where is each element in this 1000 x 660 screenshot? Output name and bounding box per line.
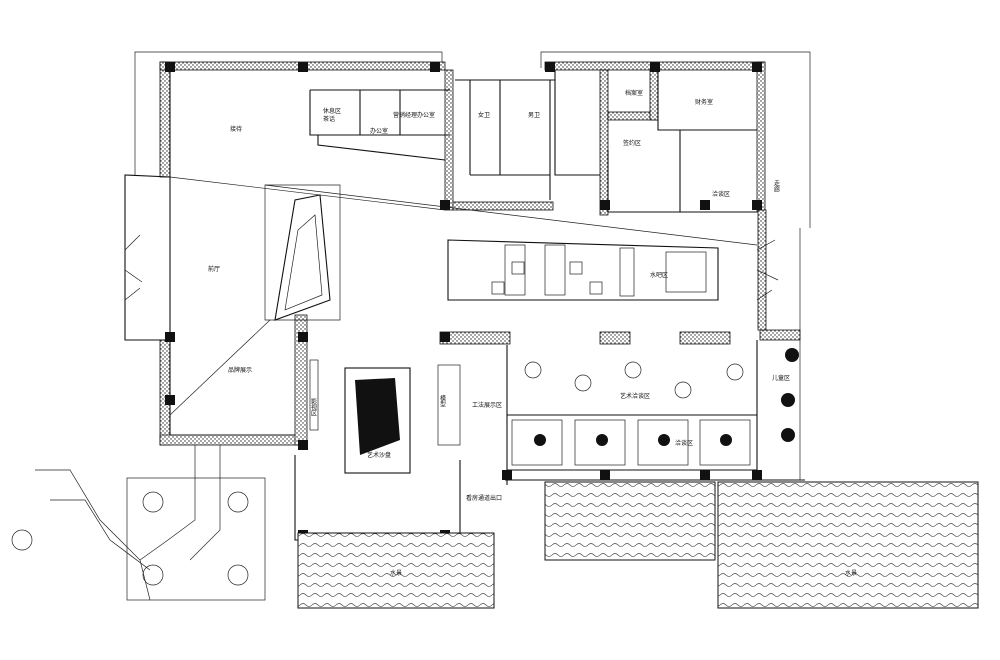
room-labels: 接待 休息区 茶话 办公室 营销经理办公室 女卫 男卫 档案室 财务室 签约区 … xyxy=(208,89,857,577)
outdoor-stair xyxy=(11,445,266,601)
label-art-negotiation: 艺术洽谈区 xyxy=(620,392,650,400)
label-pool-right: 水景 xyxy=(845,569,857,577)
label-signing: 签约区 xyxy=(623,139,641,147)
label-archive: 档案室 xyxy=(625,89,643,97)
label-water-bar: 水吧区 xyxy=(650,271,668,279)
pool-middle xyxy=(544,481,716,561)
pool-right xyxy=(717,481,979,609)
art-sand-table xyxy=(309,359,461,474)
label-model-wall: 模型 xyxy=(439,394,446,407)
label-finance: 财务室 xyxy=(695,98,713,106)
label-video-wall: 影视区 xyxy=(310,397,317,416)
structural-columns xyxy=(165,62,762,540)
site-outline xyxy=(134,51,811,480)
label-office: 办公室 xyxy=(370,127,388,135)
label-brand-display: 品牌展示 xyxy=(228,366,252,374)
label-vip-area-2: 茶话 xyxy=(323,115,335,123)
label-kids-area: 儿童区 xyxy=(772,374,790,382)
label-negotiation: 洽谈区 xyxy=(712,190,730,198)
label-vip-area: 休息区 xyxy=(323,107,341,115)
label-pool-left: 水景 xyxy=(390,569,402,577)
label-art-sand-table: 艺术沙盘 xyxy=(367,451,391,459)
label-sales-office: 营销经理办公室 xyxy=(393,111,435,119)
label-exit: 看房通道出口 xyxy=(466,494,502,502)
label-process-display: 工法展示区 xyxy=(472,401,502,409)
label-toilet-female: 女卫 xyxy=(478,111,490,119)
label-corridor: 走廊 xyxy=(773,179,780,193)
label-toilet-male: 男卫 xyxy=(528,112,540,119)
water-bar xyxy=(447,239,719,301)
art-negotiation-tables xyxy=(511,348,799,466)
pool-left xyxy=(297,532,495,609)
label-reception: 接待 xyxy=(230,125,242,133)
interior-walls xyxy=(169,70,805,541)
water-features xyxy=(297,481,979,609)
exterior-walls xyxy=(159,61,801,446)
label-lobby: 前厅 xyxy=(208,265,220,273)
label-nego-small: 洽谈区 xyxy=(675,439,693,447)
